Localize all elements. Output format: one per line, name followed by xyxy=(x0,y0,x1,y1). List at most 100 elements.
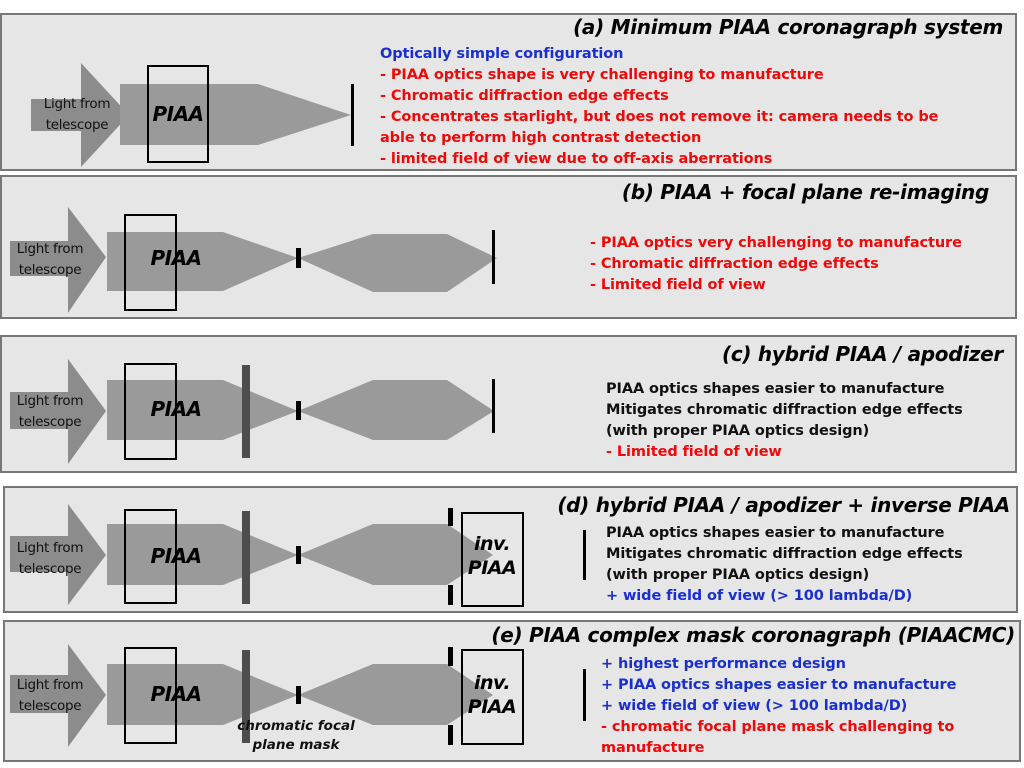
note: (with proper PIAA optics design) xyxy=(606,567,870,583)
lyot-stop-top xyxy=(448,647,453,666)
detector xyxy=(583,530,586,580)
note: (with proper PIAA optics design) xyxy=(606,423,870,439)
panel-a-minimum-piaa: Light from telescope PIAA (a) Minimum PI… xyxy=(0,13,1017,171)
focal-plane-mask xyxy=(296,248,301,268)
light-label-line1: Light from xyxy=(16,393,84,409)
piaa-label: PIAA xyxy=(150,397,202,421)
piaa-optic xyxy=(124,363,177,460)
piaa-optic xyxy=(147,65,209,163)
panel-notes: PIAA optics shapes easier to manufacture… xyxy=(606,523,963,607)
detector xyxy=(492,230,495,284)
panel-notes: + highest performance design + PIAA opti… xyxy=(601,654,956,759)
chromatic-mask-label: chromatic focal plane mask xyxy=(221,717,371,755)
light-source-label: Light from telescope xyxy=(2,675,98,717)
inverse-piaa-label: inv. PIAA xyxy=(461,532,523,580)
beam xyxy=(120,84,351,145)
note: manufacture xyxy=(601,740,705,756)
panel-d-diagram xyxy=(10,504,586,607)
panel-notes: PIAA optics shapes easier to manufacture… xyxy=(606,379,963,463)
panel-title: (d) hybrid PIAA / apodizer + inverse PIA… xyxy=(557,493,1010,517)
inv-label-line2: PIAA xyxy=(467,696,517,718)
piaa-optic xyxy=(124,214,177,311)
note: - Concentrates starlight, but does not r… xyxy=(380,109,939,125)
light-label-line1: Light from xyxy=(16,677,84,693)
panel-notes: Optically simple configuration - PIAA op… xyxy=(380,44,938,170)
mask-label-line2: plane mask xyxy=(252,737,340,753)
light-label-line2: telescope xyxy=(18,262,82,278)
note: - PIAA optics shape is very challenging … xyxy=(380,67,824,83)
light-label-line1: Light from xyxy=(16,241,84,257)
light-label-line2: telescope xyxy=(45,117,109,133)
note: Mitigates chromatic diffraction edge eff… xyxy=(606,546,963,562)
camera-focal-plane xyxy=(351,84,354,146)
lyot-stop-bottom xyxy=(448,585,453,605)
apodizer xyxy=(242,365,250,458)
note: Mitigates chromatic diffraction edge eff… xyxy=(606,402,963,418)
panel-e-diagram xyxy=(10,644,586,747)
note: able to perform high contrast detection xyxy=(380,130,702,146)
inverse-piaa-optic xyxy=(461,512,524,607)
light-arrow xyxy=(10,359,106,464)
panel-c-hybrid-apodizer: Light from telescope PIAA (c) hybrid PIA… xyxy=(0,335,1017,473)
chromatic-focal-plane-mask xyxy=(296,686,301,704)
note: Optically simple configuration xyxy=(380,46,624,62)
lyot-stop-bottom xyxy=(448,725,453,745)
panel-title: (a) Minimum PIAA coronagraph system xyxy=(573,15,1003,39)
panel-d-inverse-piaa: Light from telescope PIAA inv. PIAA (d) … xyxy=(3,486,1018,613)
light-arrow xyxy=(31,63,129,167)
panel-notes: - PIAA optics very challenging to manufa… xyxy=(590,233,962,296)
detector xyxy=(492,379,495,433)
light-arrow xyxy=(10,644,106,747)
note: + wide field of view (> 100 lambda/D) xyxy=(606,588,913,604)
light-source-label: Light from telescope xyxy=(2,391,98,433)
note: PIAA optics shapes easier to manufacture xyxy=(606,525,945,541)
light-label-line1: Light from xyxy=(43,96,111,112)
note: - Chromatic diffraction edge effects xyxy=(590,256,879,272)
piaa-label: PIAA xyxy=(150,544,202,568)
beam xyxy=(107,232,497,292)
inverse-piaa-label: inv. PIAA xyxy=(461,671,523,719)
panel-a-diagram xyxy=(31,63,354,167)
apodizer xyxy=(242,650,250,743)
note: - limited field of view due to off-axis … xyxy=(380,151,773,167)
detector xyxy=(583,669,586,721)
apodizer xyxy=(242,511,250,604)
light-source-label: Light from telescope xyxy=(2,538,98,580)
panel-title: (b) PIAA + focal plane re-imaging xyxy=(621,180,989,204)
piaa-label: PIAA xyxy=(150,682,202,706)
panel-title: (c) hybrid PIAA / apodizer xyxy=(722,342,1003,366)
note: PIAA optics shapes easier to manufacture xyxy=(606,381,945,397)
focal-plane-mask xyxy=(296,401,301,420)
note: + PIAA optics shapes easier to manufactu… xyxy=(601,677,957,693)
note: - Limited field of view xyxy=(590,277,766,293)
panel-c-diagram xyxy=(10,359,495,464)
light-arrow xyxy=(10,504,106,605)
note: - PIAA optics very challenging to manufa… xyxy=(590,235,962,251)
inv-label-line2: PIAA xyxy=(467,557,517,579)
panel-e-piaacmc: Light from telescope PIAA inv. PIAA chro… xyxy=(3,620,1021,762)
note: + highest performance design xyxy=(601,656,846,672)
note: - Chromatic diffraction edge effects xyxy=(380,88,669,104)
light-label-line2: telescope xyxy=(18,561,82,577)
panel-b-focal-reimaging: Light from telescope PIAA (b) PIAA + foc… xyxy=(0,175,1017,319)
note: + wide field of view (> 100 lambda/D) xyxy=(601,698,908,714)
inverse-piaa-optic xyxy=(461,649,524,745)
panel-title: (e) PIAA complex mask coronagraph (PIAAC… xyxy=(491,623,1015,647)
note: - Limited field of view xyxy=(606,444,782,460)
inv-label-line1: inv. xyxy=(473,672,511,694)
light-arrow xyxy=(10,207,106,313)
piaa-label: PIAA xyxy=(152,102,204,126)
note: - chromatic focal plane mask challenging… xyxy=(601,719,955,735)
light-source-label: Light from telescope xyxy=(32,94,122,136)
focal-plane-mask xyxy=(296,546,301,564)
panel-b-diagram xyxy=(10,207,497,313)
light-label-line1: Light from xyxy=(16,540,84,556)
lyot-stop-top xyxy=(448,508,453,526)
light-label-line2: telescope xyxy=(18,698,82,714)
piaa-label: PIAA xyxy=(150,246,202,270)
light-source-label: Light from telescope xyxy=(2,239,98,281)
piaa-optic xyxy=(124,647,177,744)
light-label-line2: telescope xyxy=(18,414,82,430)
piaa-optic xyxy=(124,509,177,604)
inv-label-line1: inv. xyxy=(473,533,511,555)
